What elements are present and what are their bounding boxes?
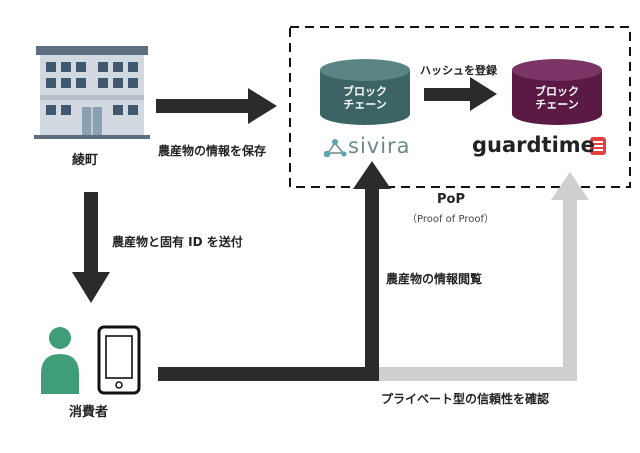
guardtime-brand: guardtime [472, 133, 595, 157]
arrow-browse-info [158, 161, 391, 381]
smartphone-icon [97, 325, 141, 395]
blockchain-guardtime-line2: チェーン [535, 98, 579, 111]
arrow-save-info [156, 88, 277, 124]
blockchain-guardtime-line1: ブロック [535, 85, 579, 98]
cylinder-sivira [320, 59, 410, 125]
town-label: 綾町 [72, 153, 99, 168]
sivira-brand: sivira [348, 134, 411, 158]
arrow-verify-private [375, 172, 589, 381]
register-hash-label: ハッシュを登録 [420, 64, 497, 77]
arrow-send-id [72, 192, 110, 303]
consumer-label: 消費者 [69, 405, 109, 420]
blockchain-sivira-label: ブロック チェーン [336, 85, 394, 111]
browse-info-label: 農産物の情報閲覧 [386, 272, 483, 286]
pop-subtitle: （Proof of Proof） [407, 214, 495, 225]
blockchain-guardtime-label: ブロック チェーン [528, 85, 586, 111]
cylinder-guardtime [512, 59, 602, 125]
sivira-logo-icon [323, 139, 347, 158]
blockchain-sivira-line1: ブロック [343, 85, 387, 98]
person-icon [41, 327, 79, 394]
arrow-register-hash [424, 77, 497, 111]
blockchain-sivira-line2: チェーン [343, 98, 387, 111]
guardtime-logo-icon [590, 137, 606, 155]
verify-private-label: プライベート型の信頼性を確認 [381, 392, 550, 406]
pop-title: PoP [437, 192, 465, 207]
send-id-label: 農産物と固有 ID を送付 [112, 235, 243, 249]
building-icon [34, 46, 150, 139]
save-info-label: 農産物の情報を保存 [158, 144, 267, 158]
pop-boundary [289, 26, 631, 188]
